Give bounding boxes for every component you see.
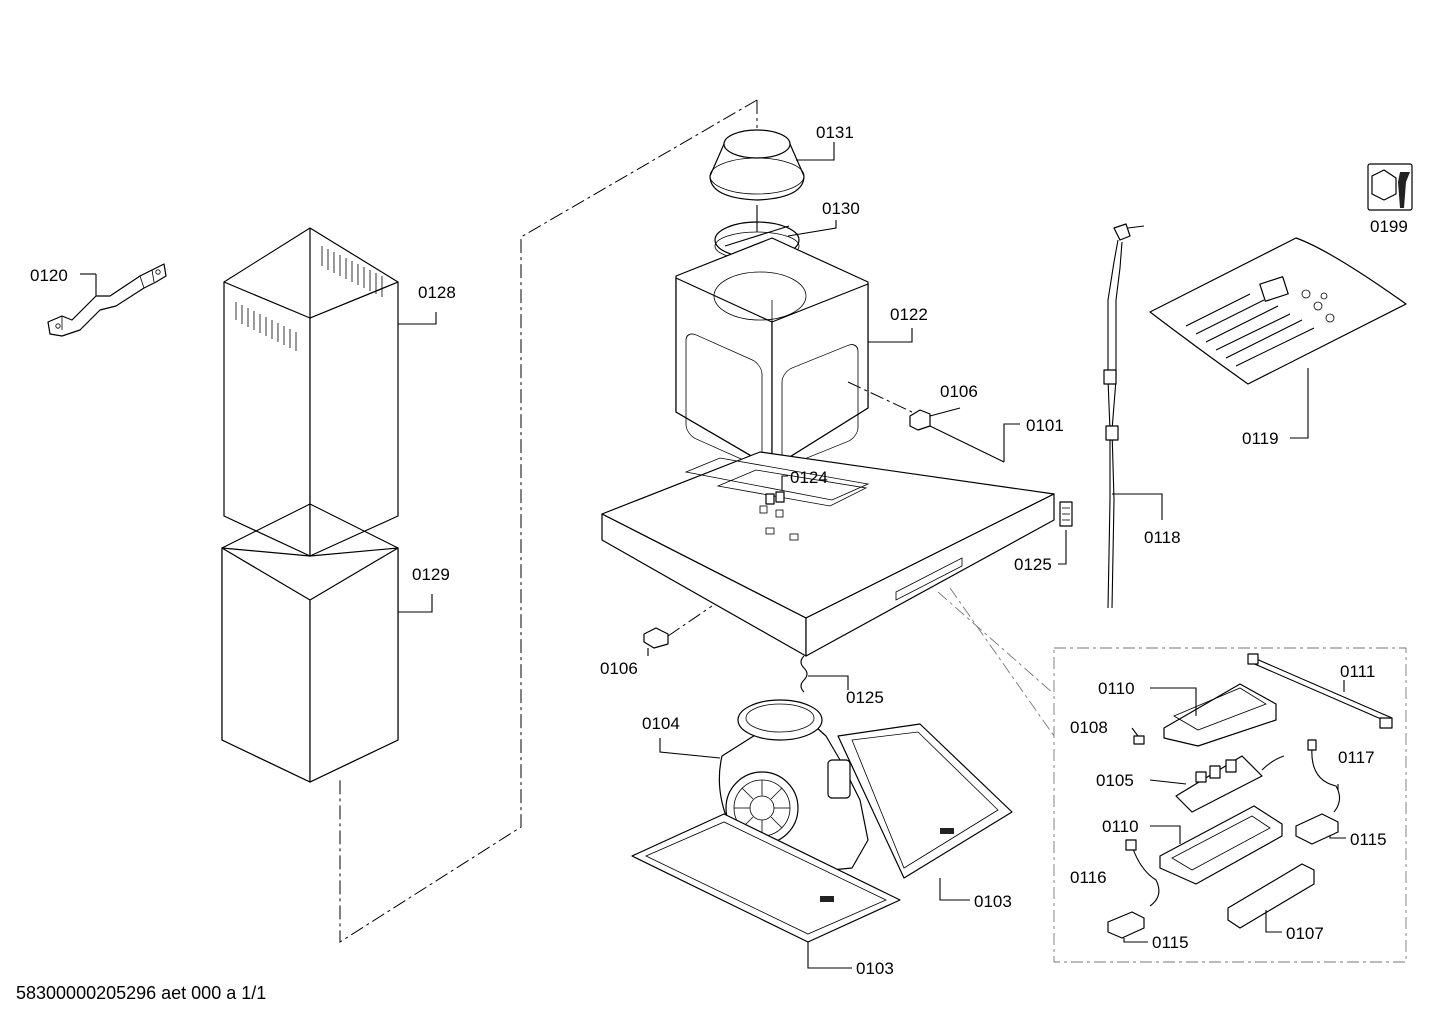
grease-filter-0103-a: [631, 813, 901, 969]
wire-0117: [1307, 739, 1341, 813]
grease-filter-0103-b: [837, 723, 1013, 901]
label-0103-right: 0103: [974, 892, 1012, 911]
label-0130: 0130: [822, 199, 860, 218]
label-0101: 0101: [1026, 416, 1064, 435]
housing-0110-bottom: [1150, 805, 1283, 885]
lower-chimney-0129: [221, 503, 433, 783]
clip-0106-bottom: [643, 605, 713, 656]
label-0106-bottom: 0106: [600, 659, 638, 678]
wrench-nut-icon: [1367, 163, 1413, 211]
label-0116: 0116: [1070, 868, 1107, 887]
label-0128: 0128: [418, 283, 456, 302]
assembly-outline: [339, 99, 758, 943]
label-0122: 0122: [890, 305, 928, 324]
label-0131: 0131: [816, 123, 854, 142]
label-0106-top: 0106: [940, 382, 978, 401]
label-0111: 0111: [1340, 662, 1375, 681]
power-cord-0118: [1103, 223, 1163, 609]
label-0110-bottom: 0110: [1102, 817, 1139, 836]
cover-0110-top: [1150, 683, 1277, 747]
label-0117: 0117: [1338, 748, 1375, 767]
document-footer: 58300000205296 aet 000 a 1/1: [16, 983, 266, 1003]
label-0199: 0199: [1370, 217, 1408, 236]
terminal-block-0107: [1227, 863, 1315, 933]
upper-chimney-0128: [223, 227, 437, 557]
connector-0115-left: [1107, 911, 1148, 943]
label-0115-left: 0115: [1152, 933, 1189, 952]
wire-0116: [1125, 839, 1160, 907]
label-0115-right: 0115: [1350, 830, 1387, 849]
air-flange-0131: [709, 129, 835, 201]
label-0125-side: 0125: [1014, 555, 1052, 574]
ribbon-cable-0111: [1247, 653, 1393, 729]
hood-canopy-0101: [601, 423, 1055, 737]
trim-0125-bottom: [800, 655, 849, 693]
mounting-kit-0119: [1149, 237, 1407, 439]
fan-housing-0122: [675, 237, 913, 469]
control-board-0105: [1149, 755, 1285, 813]
electronics-inset: [1053, 647, 1407, 963]
label-0108: 0108: [1070, 718, 1108, 737]
label-0104: 0104: [642, 714, 680, 733]
label-0125-bottom: 0125: [846, 688, 884, 707]
label-0110-top: 0110: [1098, 679, 1135, 698]
sensor-0124: [765, 475, 788, 505]
label-0120: 0120: [30, 266, 68, 285]
trim-0125-side: [1058, 501, 1073, 565]
wall-bracket-0120: [47, 263, 167, 337]
clip-0106-top: [909, 407, 1005, 463]
label-0119: 0119: [1242, 429, 1279, 448]
label-0107: 0107: [1286, 924, 1324, 943]
label-0105: 0105: [1096, 771, 1134, 790]
label-0129: 0129: [412, 565, 450, 584]
label-0103-left: 0103: [856, 959, 894, 978]
label-0118: 0118: [1144, 528, 1181, 547]
connector-0115-right: [1295, 813, 1346, 845]
label-0124: 0124: [790, 468, 828, 487]
part-labels: 0131 0130 0122 0106 0101 0124 0125 0106 …: [30, 123, 1408, 978]
clip-0108: [1131, 727, 1145, 745]
